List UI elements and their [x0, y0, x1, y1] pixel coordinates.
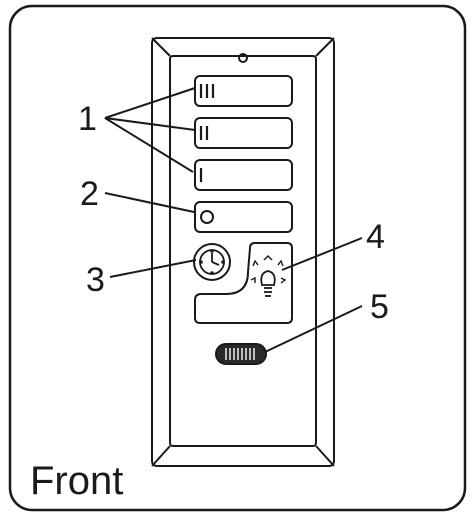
speed-low-button[interactable] — [194, 159, 293, 191]
light-bulb-icon — [250, 255, 287, 297]
light-button[interactable] — [194, 242, 293, 324]
callout-3: 3 — [86, 261, 105, 299]
timer-button[interactable] — [193, 243, 231, 281]
leader-lines — [104, 87, 363, 353]
callout-5: 5 — [370, 288, 389, 326]
caption-front: Front — [30, 459, 123, 503]
speed-high-icon — [199, 84, 215, 98]
slide-switch[interactable] — [215, 343, 267, 365]
speed-medium-icon — [199, 126, 209, 140]
speed-medium-button[interactable] — [194, 117, 293, 149]
fan-off-button[interactable] — [194, 201, 293, 233]
callout-2: 2 — [80, 175, 99, 213]
speed-high-button[interactable] — [194, 75, 293, 107]
callout-4: 4 — [366, 218, 385, 256]
remote-body — [151, 37, 335, 467]
off-circle-icon — [200, 210, 214, 224]
diagram-frame — [8, 4, 467, 512]
callout-1: 1 — [78, 100, 97, 138]
clock-icon — [199, 249, 225, 275]
led-indicator — [238, 53, 248, 63]
